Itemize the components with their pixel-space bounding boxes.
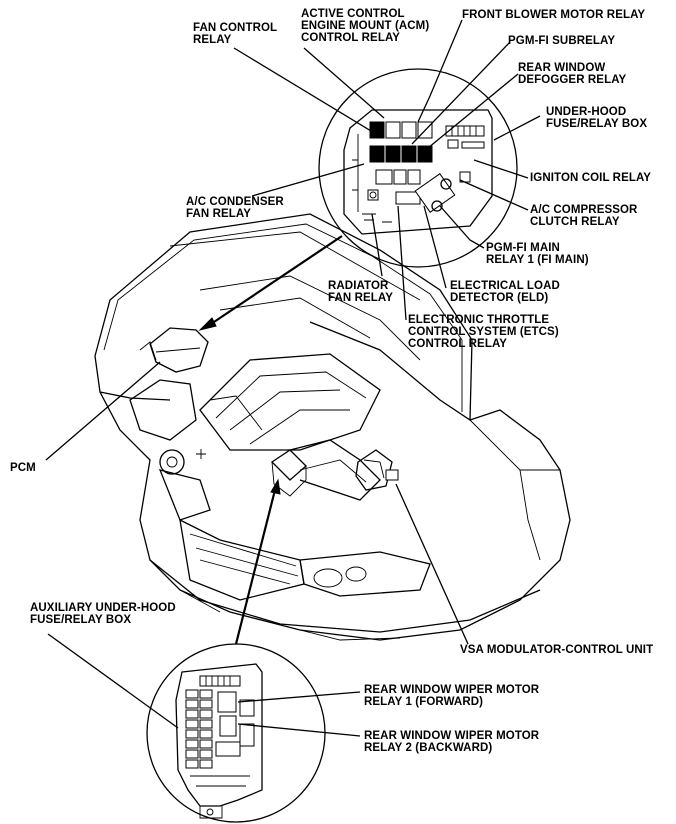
- vehicle-body: [94, 213, 571, 641]
- label-ignition-coil-relay: IGNITON COIL RELAY: [530, 172, 652, 184]
- auxiliary-box-on-car: [270, 449, 307, 481]
- label-front-blower-motor-relay: FRONT BLOWER MOTOR RELAY: [462, 9, 646, 21]
- under-hood-detail-circle: [318, 68, 518, 268]
- leader-lines: [45, 19, 541, 737]
- vsa-unit-on-car: [355, 449, 393, 491]
- label-vsa-modulator-control-unit: VSA MODULATOR-CONTROL UNIT: [460, 644, 654, 656]
- label-pgm-fi-subrelay: PGM-FI SUBRELAY: [508, 35, 616, 47]
- auxiliary-detail-circle: [146, 643, 326, 823]
- label-pcm: PCM: [10, 462, 36, 474]
